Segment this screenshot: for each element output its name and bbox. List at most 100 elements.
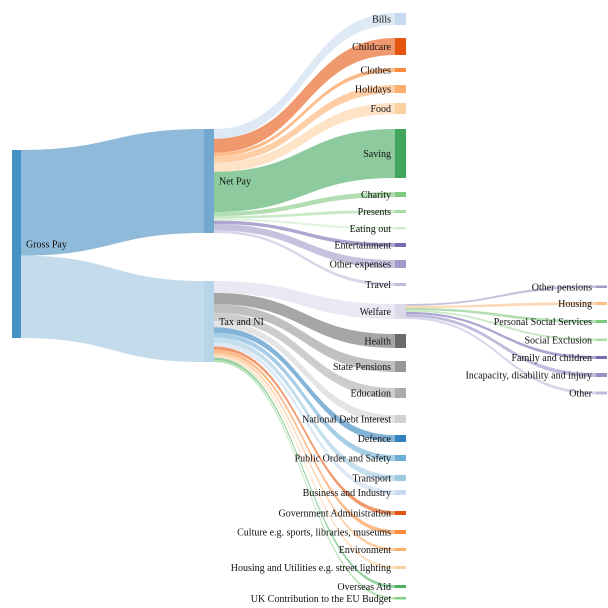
flow-welfare-to-social-exclusion (406, 310, 596, 341)
flow-tax-and-ni-to-business-and-industry (214, 342, 395, 495)
node-education[interactable] (395, 388, 406, 398)
node-state-pensions[interactable] (395, 361, 406, 372)
label-food: Food (370, 104, 391, 115)
label-state-pensions: State Pensions (333, 362, 391, 373)
node-gross-pay[interactable] (12, 150, 21, 338)
flow-tax-and-ni-to-uk-eu-contribution (214, 360, 395, 600)
label-childcare: Childcare (352, 42, 391, 53)
node-incapacity-disability-injury[interactable] (596, 373, 607, 377)
label-public-order-and-safety: Public Order and Safety (295, 454, 391, 465)
label-health: Health (364, 337, 391, 348)
node-housing[interactable] (596, 302, 607, 305)
flow-net-pay-to-travel (214, 230, 395, 286)
flow-net-pay-to-food (214, 103, 395, 172)
node-other[interactable] (596, 391, 607, 395)
node-entertainment[interactable] (395, 243, 406, 247)
node-public-order-and-safety[interactable] (395, 455, 406, 461)
node-travel[interactable] (395, 283, 406, 286)
label-housing: Housing (558, 299, 592, 310)
sankey-nodes-layer (12, 13, 607, 600)
label-social-exclusion: Social Exclusion (525, 335, 593, 346)
node-childcare[interactable] (395, 38, 406, 55)
node-business-and-industry[interactable] (395, 490, 406, 495)
node-holidays[interactable] (395, 85, 406, 93)
node-social-exclusion[interactable] (596, 338, 607, 342)
flow-welfare-to-other (406, 316, 596, 395)
flow-welfare-to-other-pensions (406, 285, 596, 306)
node-saving[interactable] (395, 129, 406, 178)
label-clothes: Clothes (360, 66, 391, 77)
flow-net-pay-to-saving (214, 129, 395, 213)
flow-net-pay-to-holidays (214, 85, 395, 163)
label-government-administration: Government Administration (279, 509, 392, 520)
node-net-pay[interactable] (204, 129, 214, 233)
flow-tax-and-ni-to-health (214, 292, 395, 348)
node-overseas-aid[interactable] (395, 585, 406, 588)
flow-net-pay-to-other-expenses (214, 223, 395, 268)
label-welfare: Welfare (360, 307, 392, 318)
node-welfare[interactable] (395, 304, 406, 319)
node-family-and-children[interactable] (596, 356, 607, 359)
node-environment[interactable] (395, 548, 406, 551)
node-transport[interactable] (395, 475, 406, 481)
node-tax-and-ni[interactable] (204, 281, 214, 362)
flow-tax-and-ni-to-culture (214, 349, 395, 534)
flow-gross-pay-to-tax-and-ni (21, 255, 204, 362)
flow-net-pay-to-eating-out (214, 218, 395, 230)
label-holidays: Holidays (355, 85, 391, 96)
label-gross-pay: Gross Pay (26, 240, 67, 251)
label-housing-and-utilities: Housing and Utilities e.g. street lighti… (231, 563, 391, 574)
node-national-debt-interest[interactable] (395, 415, 406, 423)
node-clothes[interactable] (395, 68, 406, 72)
label-personal-social-services: Personal Social Services (494, 317, 592, 328)
label-transport: Transport (352, 474, 391, 485)
flow-welfare-to-personal-social-services (406, 307, 596, 323)
label-entertainment: Entertainment (334, 241, 391, 252)
node-government-administration[interactable] (395, 511, 406, 515)
node-presents[interactable] (395, 210, 406, 213)
node-eating-out[interactable] (395, 227, 406, 230)
label-net-pay: Net Pay (219, 177, 251, 188)
flow-tax-and-ni-to-education (214, 312, 395, 398)
flow-tax-and-ni-to-public-order-and-safety (214, 332, 395, 461)
flow-welfare-to-housing (406, 302, 596, 308)
node-uk-eu-contribution[interactable] (395, 597, 406, 600)
node-bills[interactable] (395, 13, 406, 25)
label-culture: Culture e.g. sports, libraries, museums (237, 528, 391, 539)
label-uk-eu-contribution: UK Contribution to the EU Budget (251, 594, 391, 605)
node-housing-and-utilities[interactable] (395, 566, 406, 569)
flow-tax-and-ni-to-national-debt-interest (214, 320, 395, 423)
flow-tax-and-ni-to-government-administration (214, 346, 395, 515)
node-personal-social-services[interactable] (596, 320, 607, 323)
flow-net-pay-to-charity (214, 192, 395, 217)
label-environment: Environment (339, 545, 391, 556)
node-food[interactable] (395, 103, 406, 114)
label-travel: Travel (365, 280, 391, 291)
flow-net-pay-to-clothes (214, 68, 395, 157)
label-other-expenses: Other expenses (330, 260, 391, 271)
label-eating-out: Eating out (350, 224, 392, 235)
label-business-and-industry: Business and Industry (303, 488, 391, 499)
label-charity: Charity (361, 190, 391, 201)
flow-welfare-to-incapacity-disability-injury (406, 314, 596, 377)
label-incapacity-disability-injury: Incapacity, disability and injury (465, 371, 592, 382)
label-saving: Saving (363, 149, 391, 160)
label-bills: Bills (372, 15, 391, 26)
node-health[interactable] (395, 334, 406, 348)
flow-tax-and-ni-to-defence (214, 327, 395, 442)
flow-net-pay-to-entertainment (214, 220, 395, 247)
label-other: Other (569, 389, 592, 400)
node-culture[interactable] (395, 530, 406, 534)
flow-net-pay-to-presents (214, 210, 395, 219)
node-other-pensions[interactable] (596, 285, 607, 289)
flow-tax-and-ni-to-housing-and-utilities (214, 355, 395, 569)
node-charity[interactable] (395, 192, 406, 197)
flow-tax-and-ni-to-state-pensions (214, 304, 395, 372)
label-overseas-aid: Overseas Aid (337, 582, 391, 593)
flow-net-pay-to-bills (214, 13, 395, 139)
node-other-expenses[interactable] (395, 260, 406, 268)
node-defence[interactable] (395, 435, 406, 442)
